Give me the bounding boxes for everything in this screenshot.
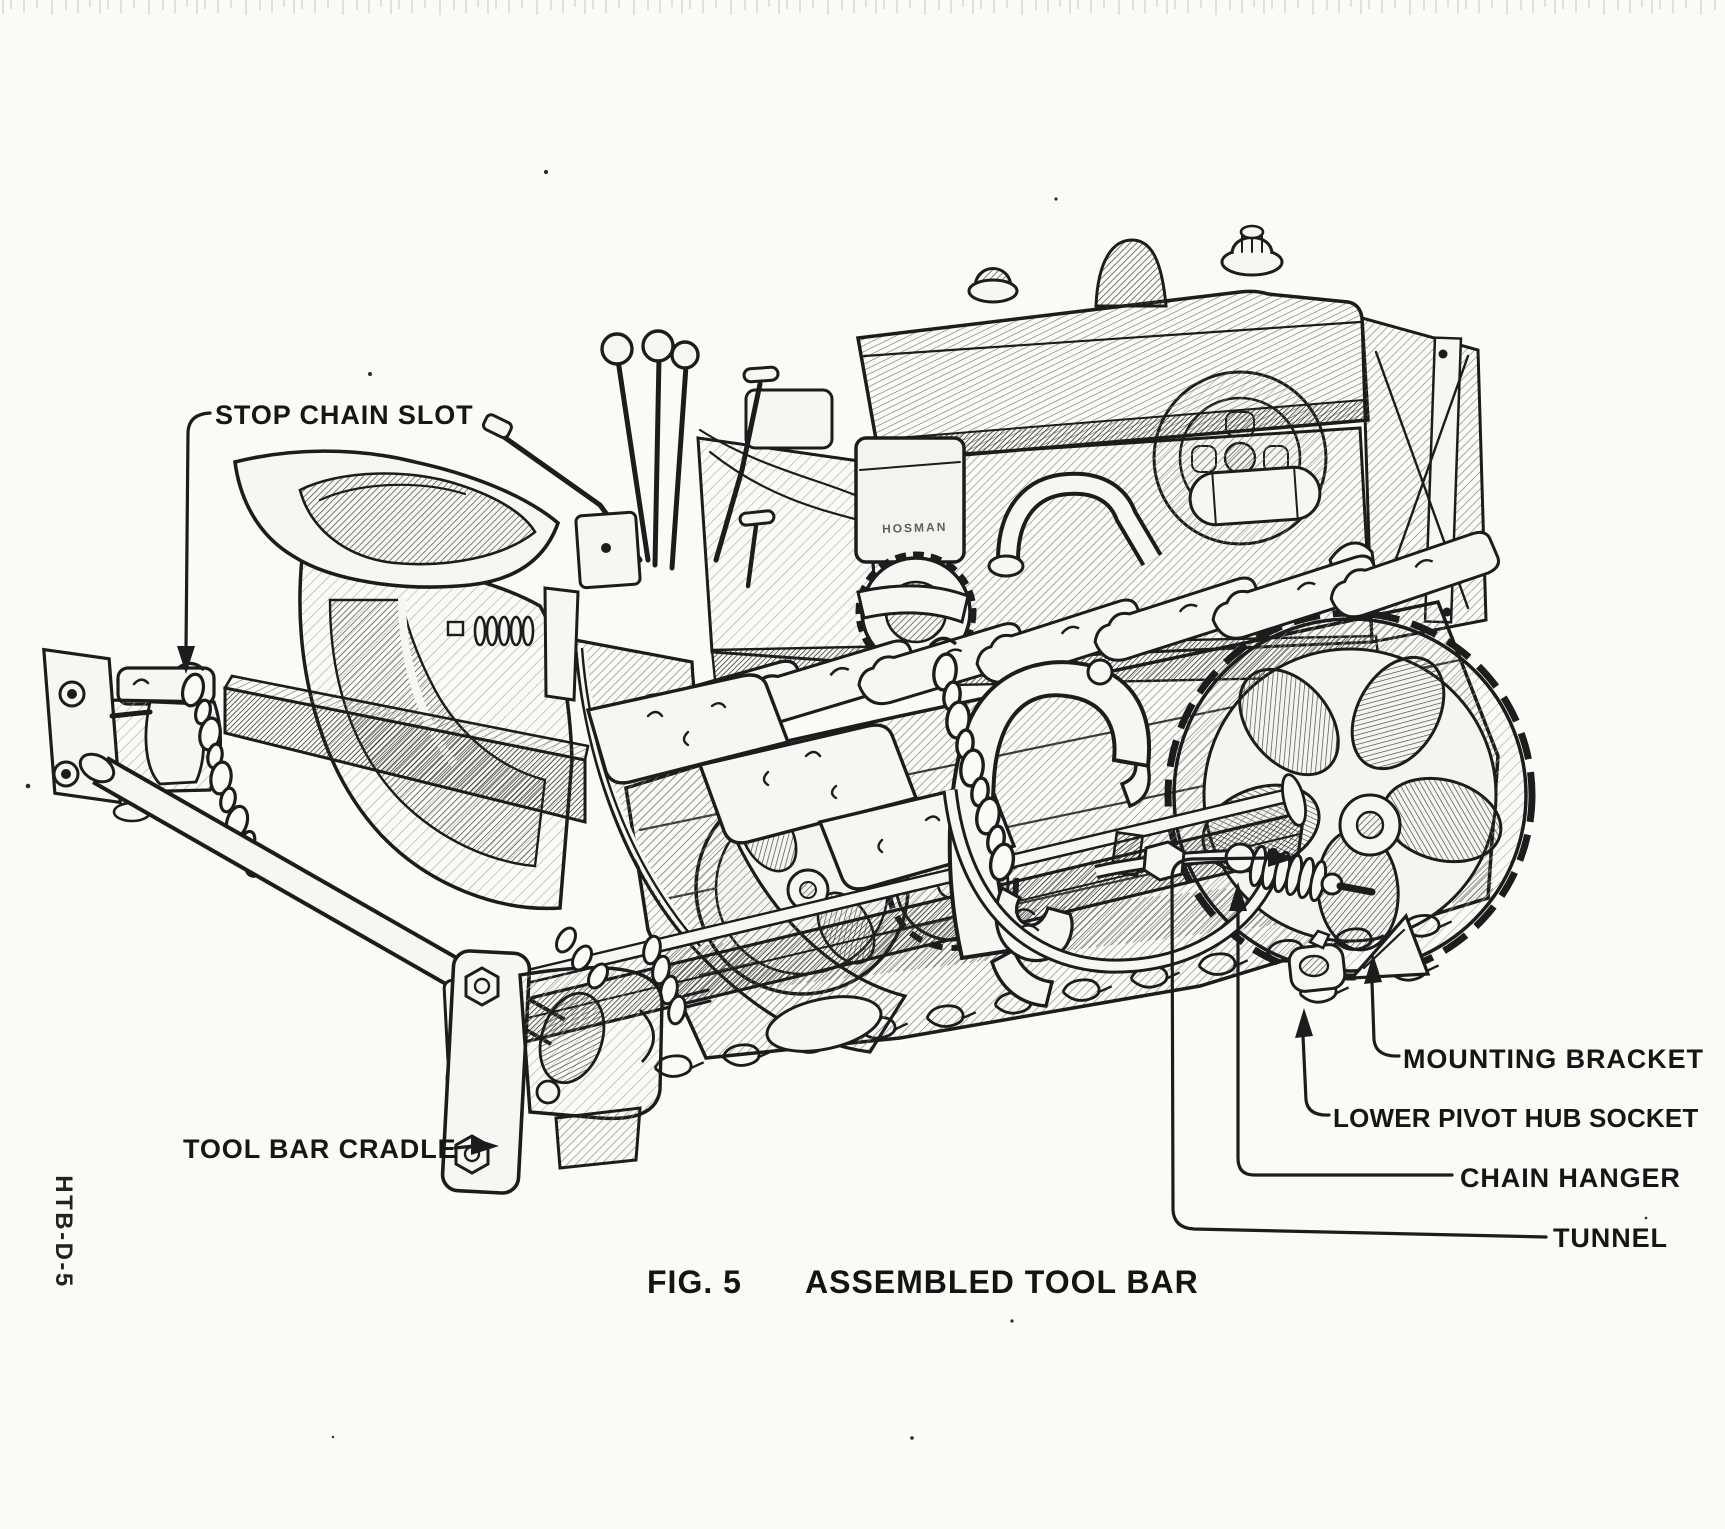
leader-tunnel [1170, 849, 1548, 1239]
chain-hanger-clamp [947, 658, 1151, 1008]
tool-bar [442, 773, 1307, 1092]
seat-spring [446, 615, 535, 647]
cradle-foot [554, 1106, 642, 1170]
label-chain-hanger: CHAIN HANGER [1460, 1163, 1681, 1193]
arrowhead-right [471, 1137, 499, 1155]
seat-support [543, 586, 580, 702]
leader-lines [177, 411, 1548, 1239]
fuel-filler-cap [1220, 224, 1284, 277]
leader-tool-bar-cradle [453, 1137, 499, 1155]
small-cap [967, 267, 1019, 304]
hanging-chain [928, 636, 1074, 963]
cradle-chain-links [555, 926, 609, 990]
control-levers [481, 329, 970, 624]
lower-pivot-hub-socket-part [1287, 929, 1347, 993]
breather-hump [1094, 238, 1168, 308]
label-lower-pivot-hub-socket: LOWER PIVOT HUB SOCKET [1333, 1103, 1699, 1133]
scan-grain-band [0, 0, 1725, 16]
figure-caption-number: FIG. 5 [647, 1264, 742, 1300]
label-stop-chain-slot: STOP CHAIN SLOT [215, 400, 474, 430]
pivot-rod [1094, 830, 1256, 882]
leader-chain-hanger [1229, 882, 1454, 1177]
intake-pipe [987, 471, 1163, 578]
label-mounting-bracket: MOUNTING BRACKET [1403, 1044, 1704, 1074]
leader-mounting-bracket [1364, 954, 1401, 1058]
tractor-illustration [42, 224, 1536, 1195]
transmission-housing [696, 388, 882, 666]
arrowhead-up [1364, 954, 1382, 984]
drawing-code: HTB-D-5 [50, 1175, 77, 1289]
fuel-tank [855, 224, 1370, 464]
upper-tool-bar-cradle [42, 647, 222, 823]
rockshaft-arm [856, 584, 970, 624]
foreground-grouser-plates [585, 673, 1017, 891]
arrowhead-down [177, 646, 195, 674]
arrowhead-up [1295, 1008, 1313, 1038]
operator-seat [233, 449, 642, 702]
paper-specks [25, 169, 1648, 1440]
label-tunnel: TUNNEL [1553, 1223, 1668, 1253]
front-tool-bar [222, 674, 590, 824]
leader-stop-chain-slot [177, 411, 212, 674]
leader-lower-pivot-hub-socket [1295, 1008, 1331, 1117]
arrowhead-right [1268, 849, 1296, 867]
air-cleaner [854, 436, 977, 673]
muffler [1188, 465, 1322, 527]
label-tool-bar-cradle: TOOL BAR CRADLE [183, 1134, 457, 1164]
arrowhead-up [1229, 882, 1247, 911]
tool-bar-chain-wrap [642, 934, 687, 1026]
figure-caption-title: ASSEMBLED TOOL BAR [805, 1264, 1199, 1300]
lower-tool-bar-cradle [440, 926, 664, 1195]
engine-marking: HOSMAN [882, 520, 948, 536]
lift-rod [942, 789, 1277, 974]
recoil-spring [1248, 844, 1376, 903]
